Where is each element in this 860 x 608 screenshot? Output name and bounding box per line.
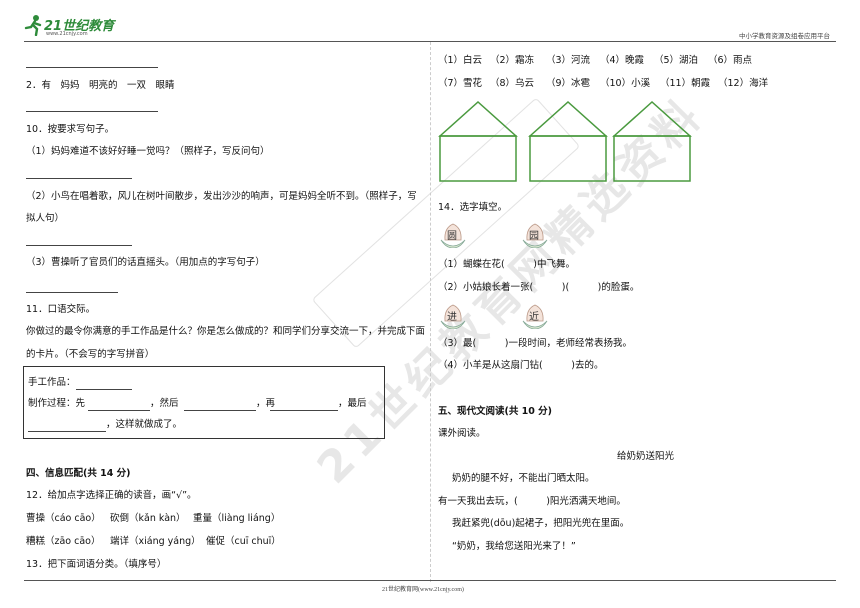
answer-line [26, 111, 158, 112]
reading-intro: 课外阅读。 [438, 428, 486, 439]
card-process-done: ，这样就做成了。 [106, 419, 183, 430]
logo-title: 21世纪教育 [44, 19, 115, 34]
card-work-label: 手工作品： [28, 377, 76, 388]
q10-title: 10．按要求写句子。 [26, 124, 115, 135]
lotus-icon [522, 304, 548, 329]
lotus-icon [440, 223, 466, 248]
word-6: （6）雨点 [708, 55, 753, 66]
header-logo: 21世纪教育 www.21cnjy.com [24, 14, 114, 38]
runner-logo-icon [24, 15, 42, 36]
q13-text: 13．把下面词语分类。（填序号） [26, 559, 167, 570]
header-rule [24, 41, 836, 42]
logo-url: www.21cnjy.com [46, 31, 88, 37]
footer-rule [24, 580, 836, 581]
answer-line [26, 245, 132, 246]
word-7: （7）雪花 [438, 78, 483, 89]
card-process-then: ，然后 [150, 398, 179, 409]
word-2: （2）霜冻 [490, 55, 535, 66]
answer-line [26, 178, 132, 179]
card-process-next: ，再 [256, 398, 276, 409]
house-box-3 [612, 100, 692, 182]
q14-4: （4）小羊是从这扇门钻( )去的。 [438, 360, 604, 371]
word-1: （1）白云 [438, 55, 483, 66]
lotus-badge-jin1: 进 [438, 303, 468, 329]
story-title: 给奶奶送阳光 [617, 451, 675, 462]
card-blank[interactable] [88, 410, 150, 411]
q14-2: （2）小姑娘长着一张( )( )的脸蛋。 [438, 282, 640, 293]
word-11: （11）朝霞 [660, 78, 711, 89]
lotus-icon [440, 304, 466, 329]
story-p4: “奶奶，我给您送阳光来了！” [452, 541, 576, 552]
card-blank[interactable] [76, 389, 132, 390]
header-platform-text: 中小学教育资源及组卷应用平台 [739, 32, 830, 40]
section-4-title: 四、信息匹配(共 14 分) [26, 468, 131, 479]
q10-1: （1）妈妈难道不该好好睡一觉吗？（照样子，写反问句） [26, 146, 270, 157]
section-5-title: 五、现代文阅读(共 10 分) [438, 406, 553, 417]
word-9: （9）冰雹 [546, 78, 591, 89]
q11-title: 11．口语交际。 [26, 304, 96, 315]
q14-3: （3）最( )一段时间，老师经常表扬我。 [438, 338, 632, 349]
house-box-1 [438, 100, 518, 182]
q10-3: （3）曹操听了官员们的话直摇头。（用加点的字写句子） [26, 257, 265, 268]
card-process-last: ，最后 [338, 398, 367, 409]
char-jin-enter: 进 [447, 312, 457, 323]
card-blank[interactable] [184, 410, 256, 411]
q14-text: 14．选字填空。 [438, 202, 508, 213]
card-blank[interactable] [28, 431, 106, 432]
lotus-badge-yuan1: 圆 [438, 222, 468, 248]
q12-r1-c3: 重量（liàng liáng） [193, 513, 281, 524]
card-process-first: 制作过程：先 [28, 398, 86, 409]
word-8: （8）乌云 [490, 78, 535, 89]
card-blank[interactable] [270, 410, 338, 411]
answer-line [26, 67, 158, 68]
q11-a: 你做过的最令你满意的手工作品是什么？你是怎么做成的？和同学们分享交流一下，并完成… [26, 326, 426, 337]
lotus-icon [522, 223, 548, 248]
q12-r2-c1: 糟糕（zāo cāo） [26, 536, 101, 547]
char-jin-near: 近 [529, 312, 539, 323]
char-yuan-garden: 园 [529, 231, 539, 242]
char-yuan-round: 圆 [447, 231, 457, 242]
q11-b: 的卡片。（不会写的字写拼音） [26, 349, 155, 360]
column-divider [430, 42, 431, 582]
q12-r1-c1: 曹操（cáo cāo） [26, 513, 101, 524]
q12-r2-c2: 端详（xiáng yáng） [110, 536, 201, 547]
word-5: （5）湖泊 [654, 55, 699, 66]
story-p1: 奶奶的腿不好，不能出门晒太阳。 [452, 473, 595, 484]
q2-text: 2．有 妈妈 明亮的 一双 眼睛 [26, 80, 175, 91]
q10-2b: 拟人句） [26, 213, 65, 224]
q12-text: 12．给加点字选择正确的读音，画“√”。 [26, 490, 197, 501]
word-3: （3）河流 [546, 55, 591, 66]
word-12: （12）海洋 [718, 78, 769, 89]
q12-r1-c2: 砍倒（kǎn kàn） [110, 513, 186, 524]
q10-2a: （2）小鸟在唱着歌，风儿在树叶间散步，发出沙沙的响声，可是妈妈全听不到。（照样子… [26, 191, 417, 202]
q12-r2-c3: 催促（cuī chuī） [206, 536, 281, 547]
story-p2: 有一天我出去玩，( )阳光洒满天地间。 [438, 496, 626, 507]
story-p3: 我赶紧兜(dōu)起裙子，把阳光兜在里面。 [452, 518, 630, 529]
footer-text: 21世纪教育网(www.21cnjy.com) [382, 587, 464, 593]
answer-line [26, 292, 118, 293]
q14-1: （1）蝴蝶在花( )中飞舞。 [438, 259, 575, 270]
lotus-badge-yuan2: 园 [520, 222, 550, 248]
handicraft-card: 手工作品： 制作过程：先 ，然后 ，再 ，最后 ，这样就做成了。 [23, 366, 385, 439]
house-box-2 [528, 100, 608, 182]
lotus-badge-jin2: 近 [520, 303, 550, 329]
word-4: （4）晚霞 [600, 55, 645, 66]
word-10: （10）小溪 [600, 78, 651, 89]
